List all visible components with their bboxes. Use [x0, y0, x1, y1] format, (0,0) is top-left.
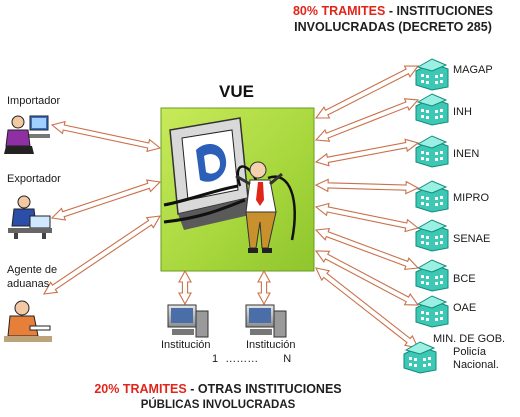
institution-magap-label: MAGAP — [453, 64, 493, 76]
building-icon-inh — [415, 93, 449, 126]
institution-mingob-line2: Policía — [453, 346, 487, 358]
exportador-person-icon — [8, 195, 52, 239]
institution-senae-label: SENAE — [453, 233, 491, 245]
institution-mingob-line1: MIN. DE GOB. — [433, 333, 506, 345]
connector-arrows — [42, 65, 420, 349]
actor-agente-line2: aduanas — [7, 278, 50, 290]
range-start: 1 — [212, 353, 219, 365]
top-caption: 80% TRAMITES - INSTITUCIONES INVOLUCRADA… — [266, 3, 520, 35]
building-icon-mingob — [403, 341, 437, 374]
actor-agente-label: Agente de aduanas — [7, 263, 57, 291]
arrow-magap — [314, 65, 420, 119]
range-dots: ……… — [225, 353, 259, 365]
actor-agente-line1: Agente de — [7, 264, 58, 276]
institution-computer-icon-2 — [245, 304, 287, 338]
institution-mingob-label: MIN. DE GOB. Policía Nacional. — [433, 333, 505, 372]
arrow-agente — [42, 215, 162, 295]
top-caption-line2: INVOLUCRADAS (DECRETO 285) — [294, 20, 492, 34]
arrow-inen — [314, 138, 420, 167]
building-icon-bce — [415, 259, 449, 292]
institution-a-label: Institución — [161, 339, 211, 351]
vue-central-illustration — [160, 107, 315, 272]
institution-computer-icon-1 — [167, 304, 209, 338]
agente-person-icon — [4, 300, 52, 342]
person-figure-icon — [235, 161, 283, 253]
institution-inh-label: INH — [453, 106, 472, 118]
institution-range: 1 ……… N — [212, 353, 291, 365]
institution-oae-label: OAE — [453, 302, 477, 314]
arrow-bce — [314, 227, 420, 271]
importador-person-icon — [4, 115, 50, 154]
building-icon-oae — [415, 295, 449, 328]
actor-exportador-label: Exportador — [7, 173, 61, 185]
bottom-caption-highlight: 20% TRAMITES — [94, 382, 187, 396]
arrow-senae — [314, 202, 420, 233]
arrow-mipro — [314, 178, 420, 195]
top-caption-rest: - INSTITUCIONES — [385, 4, 494, 18]
actor-importador-label: Importador — [7, 95, 61, 107]
building-icon-mipro — [415, 180, 449, 213]
building-icon-magap — [415, 58, 449, 91]
bottom-caption: 20% TRAMITES - OTRAS INSTITUCIONES PÚBLI… — [60, 381, 376, 413]
institution-inen-label: INEN — [453, 148, 480, 160]
vue-label: VUE — [219, 82, 254, 101]
top-caption-highlight: 80% TRAMITES — [292, 4, 386, 18]
arrow-inh — [314, 98, 420, 142]
arrow-importador — [50, 120, 162, 153]
institution-mipro-label: MIPRO — [453, 192, 490, 204]
arrow-exportador — [50, 179, 162, 221]
bottom-caption-line2: PÚBLICAS INVOLUCRADAS — [140, 399, 296, 411]
institution-b-label: Institución — [246, 339, 296, 351]
bottom-caption-rest: - OTRAS INSTITUCIONES — [186, 382, 342, 396]
arrow-institucion-2 — [257, 269, 271, 306]
arrow-oae — [314, 250, 420, 306]
computer-screen-icon — [169, 117, 254, 230]
institution-mingob-line3: Nacional. — [453, 359, 499, 371]
institution-bce-label: BCE — [453, 273, 476, 285]
range-end: N — [283, 353, 292, 365]
building-icon-senae — [415, 219, 449, 252]
arrow-institucion-1 — [178, 269, 192, 306]
building-icon-inen — [415, 135, 449, 168]
